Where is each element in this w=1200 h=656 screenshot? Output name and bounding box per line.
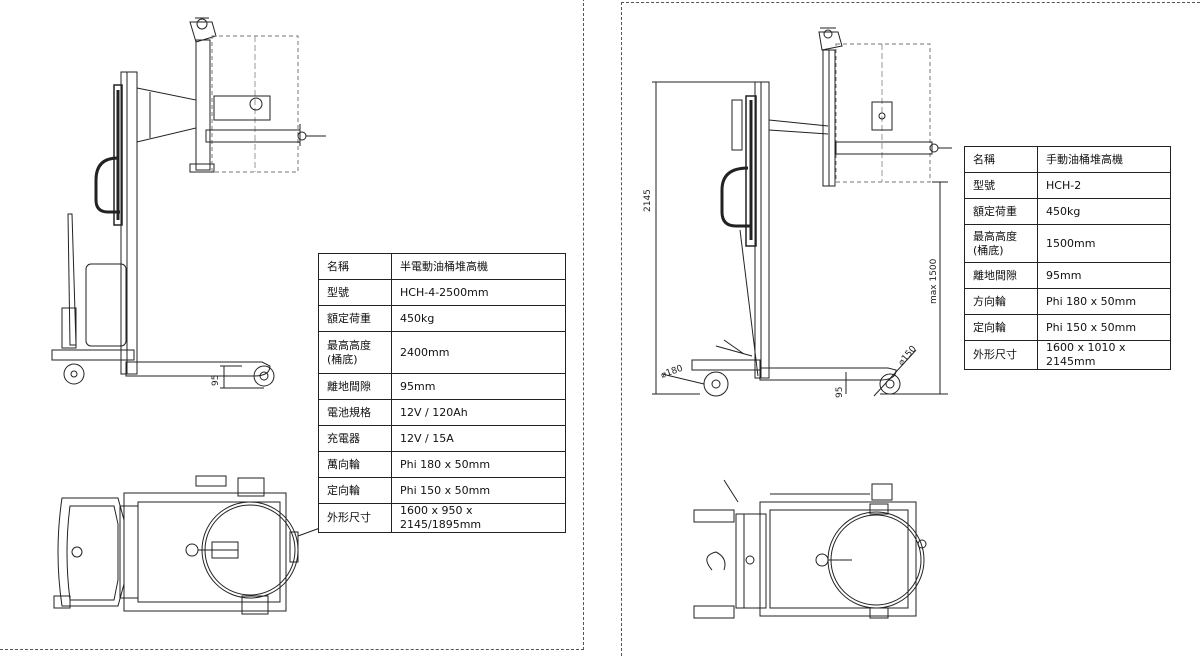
spec-left-row: 最高高度 (桶底)2400mm bbox=[318, 331, 566, 374]
spec-left-key: 外形尺寸 bbox=[318, 503, 392, 533]
spec-left-key: 離地間隙 bbox=[318, 373, 392, 400]
right-top-view bbox=[693, 479, 927, 619]
spec-left-value: Phi 150 x 50mm bbox=[391, 477, 566, 504]
spec-right-row: 最高高度 (桶底)1500mm bbox=[964, 224, 1171, 263]
spec-left-key: 萬向輪 bbox=[318, 451, 392, 478]
spec-left-value: 450kg bbox=[391, 305, 566, 332]
spec-right-key: 型號 bbox=[964, 172, 1038, 199]
spec-left-value: Phi 180 x 50mm bbox=[391, 451, 566, 478]
spec-right-value: HCH-2 bbox=[1037, 172, 1171, 199]
spec-right-key: 最高高度 (桶底) bbox=[964, 224, 1038, 263]
spec-left-value: 95mm bbox=[391, 373, 566, 400]
dim-overall-height: 2145 bbox=[643, 189, 653, 212]
right-drawing-panel bbox=[621, 2, 1200, 656]
dim-wheel-height-right: 95 bbox=[835, 387, 845, 398]
spec-left-key: 充電器 bbox=[318, 425, 392, 452]
spec-right-key: 額定荷重 bbox=[964, 198, 1038, 225]
spec-left-key: 電池規格 bbox=[318, 399, 392, 426]
spec-left-value: 12V / 15A bbox=[391, 425, 566, 452]
spec-right-value: Phi 150 x 50mm bbox=[1037, 314, 1171, 341]
dim-front-wheel: ⌀150 bbox=[897, 344, 919, 368]
right-side-view bbox=[652, 27, 952, 397]
dim-max-lift: max 1500 bbox=[929, 258, 939, 304]
spec-left-key: 額定荷重 bbox=[318, 305, 392, 332]
spec-left-key: 型號 bbox=[318, 279, 392, 306]
dim-wheel-height-left: 95 bbox=[211, 375, 221, 386]
left-drawing-panel bbox=[0, 0, 584, 650]
spec-right-value: 1600 x 1010 x 2145mm bbox=[1037, 340, 1171, 370]
spec-left-value: 半電動油桶堆高機 bbox=[391, 253, 566, 280]
spec-right-key: 外形尺寸 bbox=[964, 340, 1038, 370]
spec-left-value: 12V / 120Ah bbox=[391, 399, 566, 426]
spec-right-key: 離地間隙 bbox=[964, 262, 1038, 289]
left-side-view bbox=[51, 17, 326, 389]
spec-right-key: 定向輪 bbox=[964, 314, 1038, 341]
spec-right-key: 名稱 bbox=[964, 146, 1038, 173]
spec-right-value: 450kg bbox=[1037, 198, 1171, 225]
spec-right-value: 手動油桶堆高機 bbox=[1037, 146, 1171, 173]
spec-left-key: 名稱 bbox=[318, 253, 392, 280]
spec-left-key: 最高高度 (桶底) bbox=[318, 331, 392, 374]
spec-left-key: 定向輪 bbox=[318, 477, 392, 504]
spec-left-value: 1600 x 950 x 2145/1895mm bbox=[391, 503, 566, 533]
spec-left-value: 2400mm bbox=[391, 331, 566, 374]
spec-right-value: 1500mm bbox=[1037, 224, 1171, 263]
spec-right-value: 95mm bbox=[1037, 262, 1171, 289]
spec-left-row: 名稱半電動油桶堆高機 bbox=[318, 253, 566, 280]
spec-left-value: HCH-4-2500mm bbox=[391, 279, 566, 306]
left-top-view bbox=[53, 475, 321, 615]
spec-right-key: 方向輪 bbox=[964, 288, 1038, 315]
spec-right-value: Phi 180 x 50mm bbox=[1037, 288, 1171, 315]
spec-right-row: 名稱手動油桶堆高機 bbox=[964, 146, 1171, 173]
